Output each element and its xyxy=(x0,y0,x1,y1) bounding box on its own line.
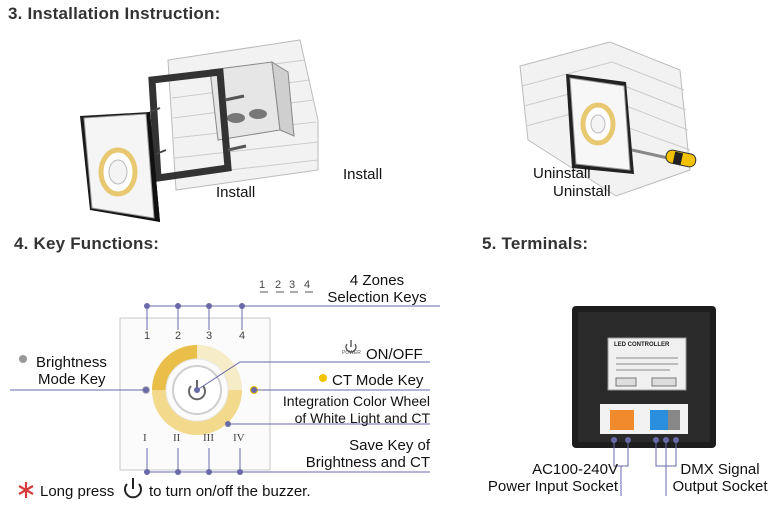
zone-digit-4: 4 xyxy=(304,279,311,291)
wheel-label: Integration Color Wheel of White Light a… xyxy=(240,393,430,427)
install-label-2: Install xyxy=(343,166,383,183)
power-terminal xyxy=(610,410,634,430)
zone-leader-lines xyxy=(146,305,440,330)
power-word: POWER xyxy=(342,350,361,356)
dmx-socket-label-line1: DMX Signal xyxy=(680,461,760,478)
zone-leader-dots xyxy=(144,303,245,309)
onoff-power-icon xyxy=(345,340,357,353)
zones-label: 4 Zones Selection Keys xyxy=(322,272,432,306)
dmx-socket-label: DMX Signal Output Socket xyxy=(664,461,776,495)
onoff-leader xyxy=(196,361,430,391)
zone-key-4[interactable]: 4 xyxy=(239,330,246,342)
install-label-1: Install xyxy=(216,184,256,201)
screwdriver-icon xyxy=(631,148,697,168)
save-leader-dots xyxy=(144,469,243,475)
ct-mode-label: CT Mode Key xyxy=(332,372,424,389)
installation-heading: 3. Installation Instruction: xyxy=(8,4,221,23)
terminal-leader-lines xyxy=(613,440,677,496)
note-prefix: Long press xyxy=(40,483,115,500)
save-label-line2: Brightness and CT xyxy=(305,454,430,471)
control-panel-install xyxy=(80,112,160,222)
brightness-label-line2: Mode Key xyxy=(38,371,106,388)
save-key-2[interactable]: II xyxy=(173,432,181,444)
dmx-terminal xyxy=(650,410,668,430)
save-label-line1: Save Key of xyxy=(349,437,430,454)
zone-digit-1: 1 xyxy=(259,279,266,291)
dmx-socket-label-line2: Output Socket xyxy=(672,478,768,495)
uninstall-label-2: Uninstall xyxy=(553,183,611,200)
terminals-heading: 5. Terminals: xyxy=(482,234,589,253)
zones-label-line2: Selection Keys xyxy=(327,289,427,306)
note-suffix: to turn on/off the buzzer. xyxy=(149,483,311,500)
onoff-label: ON/OFF xyxy=(366,346,423,363)
wheel-label-line1: Integration Color Wheel xyxy=(282,393,430,409)
note-power-icon xyxy=(124,478,142,499)
controller-title: LED CONTROLLER xyxy=(614,342,670,348)
zone-key-3[interactable]: 3 xyxy=(206,330,213,342)
brightness-label-line1: Brightness xyxy=(36,354,107,371)
asterisk-icon xyxy=(18,482,34,498)
key-functions-heading: 4. Key Functions: xyxy=(14,234,160,253)
save-key-1[interactable]: I xyxy=(143,432,147,444)
zone-digit-2: 2 xyxy=(275,279,282,291)
ct-bulb-icon xyxy=(319,374,327,382)
zone-digit-3: 3 xyxy=(289,279,296,291)
wheel-label-line2: of White Light and CT xyxy=(294,410,430,426)
control-panel-uninstall xyxy=(566,74,634,174)
save-label: Save Key of Brightness and CT xyxy=(250,437,430,471)
brightness-label: Brightness Mode Key xyxy=(36,354,136,388)
uninstall-label-1: Uninstall xyxy=(533,165,591,182)
zone-key-1[interactable]: 1 xyxy=(144,330,151,342)
power-socket-label: AC100-240V Power Input Socket xyxy=(470,461,618,495)
power-socket-label-line2: Power Input Socket xyxy=(487,478,618,495)
zones-label-line1: 4 Zones xyxy=(349,272,405,289)
save-key-3[interactable]: III xyxy=(203,432,214,444)
save-key-4[interactable]: IV xyxy=(233,432,245,444)
zone-key-2[interactable]: 2 xyxy=(175,330,182,342)
mounting-frame xyxy=(148,68,247,183)
save-leader-lines xyxy=(146,448,430,473)
power-socket-label-line1: AC100-240V xyxy=(532,461,618,478)
brightness-bulb-icon xyxy=(19,355,27,363)
